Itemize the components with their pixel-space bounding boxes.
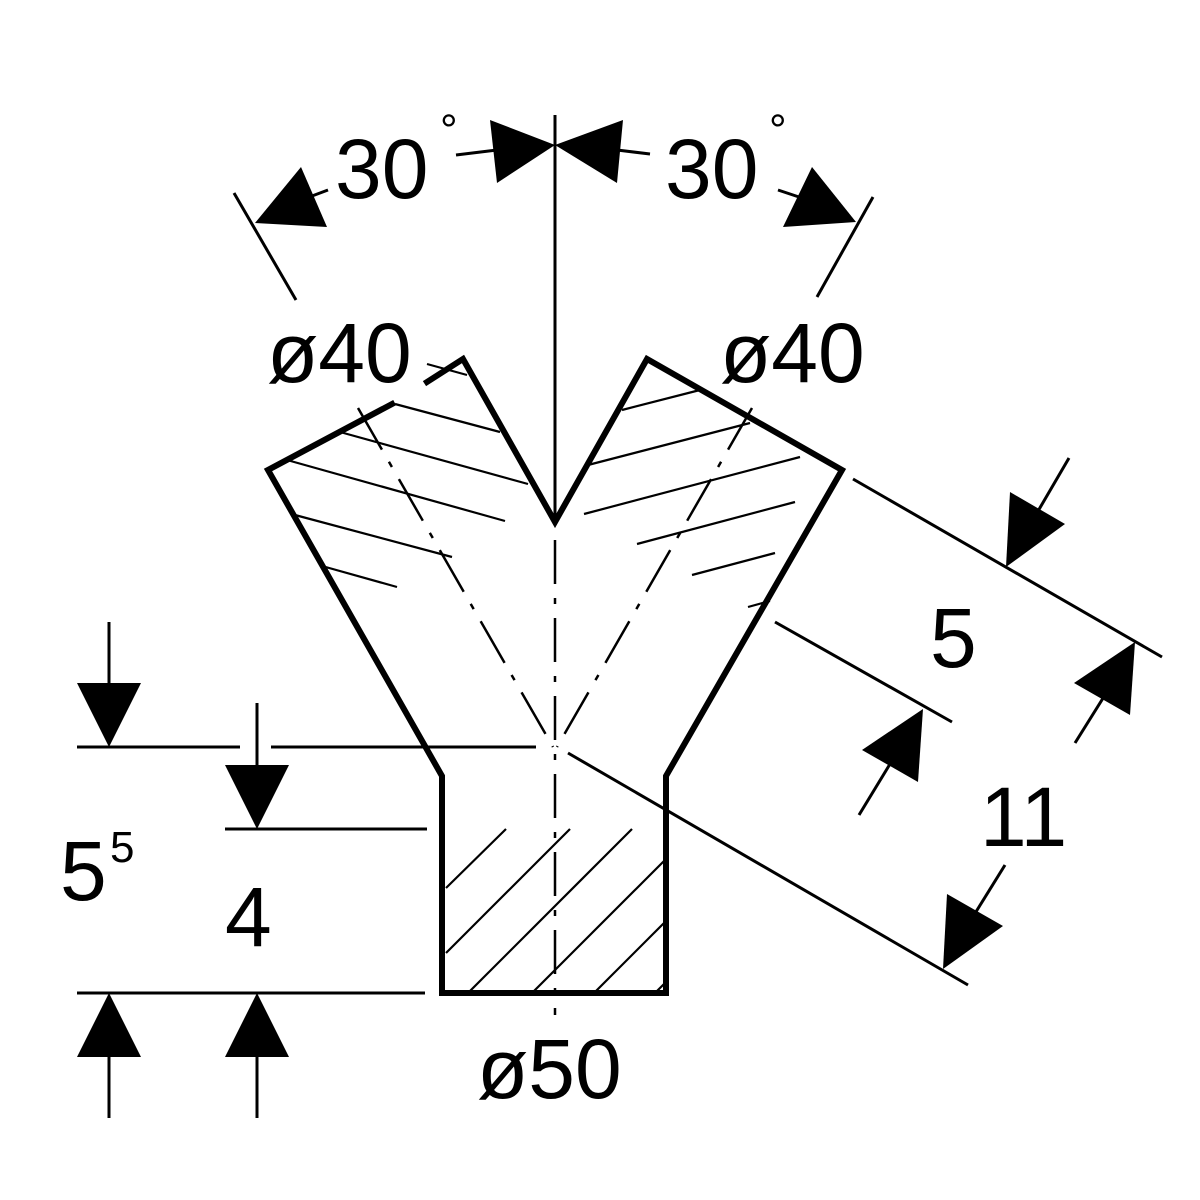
diameter-left-arm-label: ø40: [267, 306, 412, 400]
arm-inner-dimension-label: 5: [930, 591, 977, 685]
diameter-right-arm-label: ø40: [720, 306, 865, 400]
dimension-labels: 30 ° 30 ° ø40 ø40 ø50 5 5 4 5 11: [60, 106, 1067, 1116]
degree-left-mark: °: [440, 106, 458, 155]
diameter-stem-label: ø50: [477, 1022, 622, 1116]
angle-right-label: 30: [665, 122, 758, 216]
total-height-label: 5: [60, 824, 107, 918]
extension-lines: [77, 192, 1163, 995]
degree-right-mark: °: [769, 106, 787, 155]
dimension-arrows: [77, 120, 1135, 1118]
center-lines: [356, 115, 754, 1015]
section-hatching: [286, 362, 801, 994]
arm-outer-dimension-label: 11: [980, 770, 1067, 864]
part-outline: [263, 354, 847, 996]
stem-height-label: 4: [225, 870, 272, 964]
total-height-superscript: 5: [110, 823, 134, 872]
angle-left-label: 30: [335, 122, 428, 216]
